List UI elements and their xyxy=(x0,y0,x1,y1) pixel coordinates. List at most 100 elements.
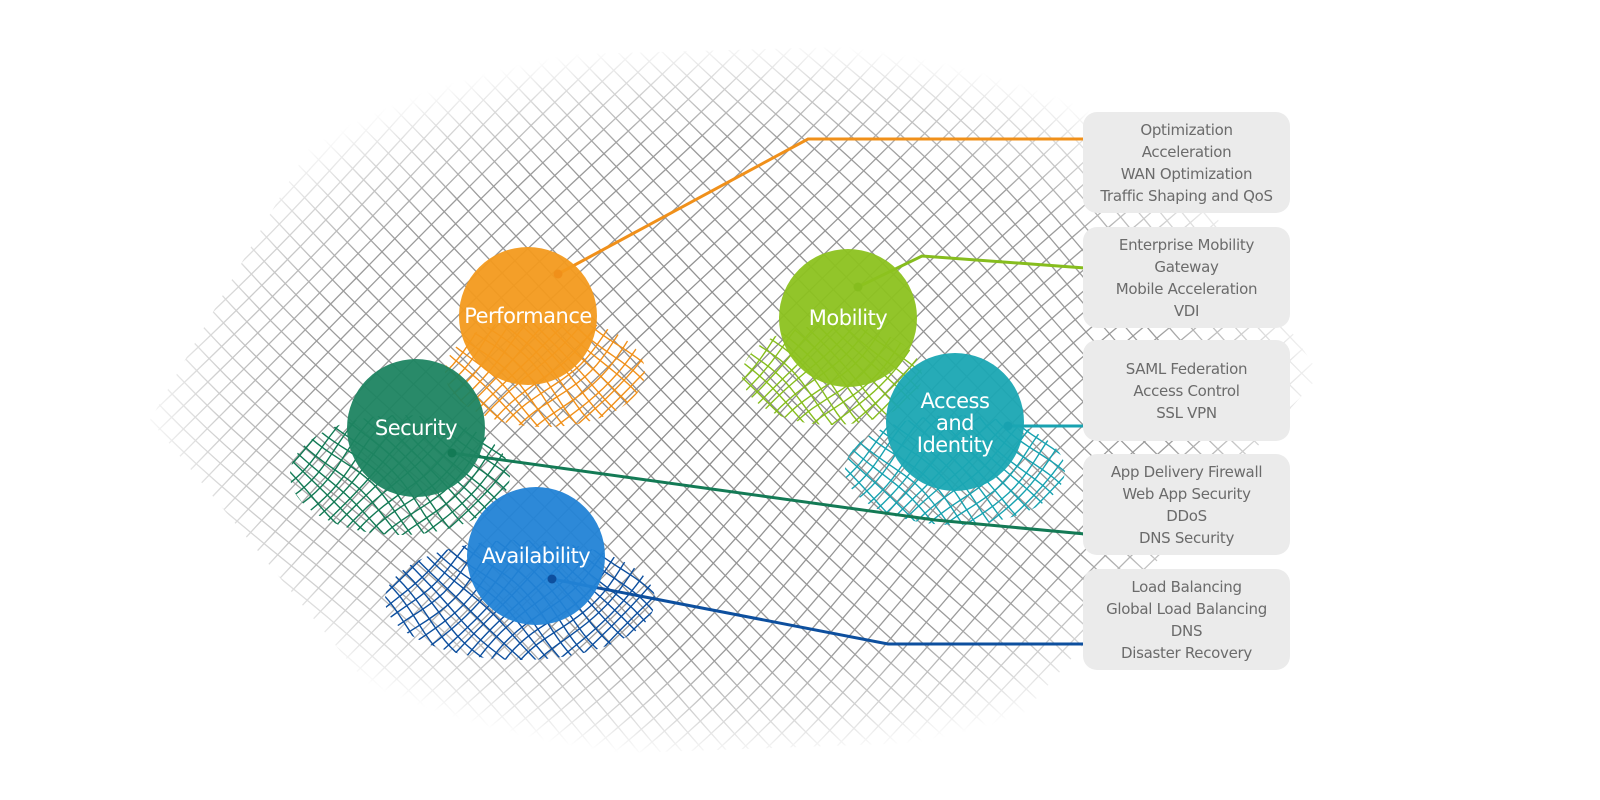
mesh-line xyxy=(385,540,595,660)
mobility-circle xyxy=(779,249,917,387)
mesh-line xyxy=(873,415,1065,525)
mesh-line xyxy=(0,326,279,621)
mesh-line xyxy=(1563,0,1600,795)
mesh-line xyxy=(385,540,512,660)
mesh-line xyxy=(1326,0,1600,789)
mesh-line xyxy=(628,40,1320,760)
mesh-line xyxy=(845,415,1027,525)
mesh-line xyxy=(459,317,645,427)
mesh-line xyxy=(150,40,217,760)
mesh-line xyxy=(911,40,1320,760)
access-identity-label-line-2: and xyxy=(936,411,974,435)
mesh-line xyxy=(290,415,314,535)
category-node-security: Security xyxy=(347,359,485,497)
mesh-line xyxy=(845,415,995,525)
mesh-line xyxy=(0,0,86,790)
mesh-line xyxy=(1236,40,1320,760)
mesh-line xyxy=(150,40,659,760)
mesh-line xyxy=(150,40,308,760)
availability-connector-dot xyxy=(547,574,557,584)
availability-item: Disaster Recovery xyxy=(1120,643,1253,662)
security-item: App Delivery Firewall xyxy=(1110,462,1263,481)
mesh-line xyxy=(150,40,236,760)
mesh-line xyxy=(0,320,247,621)
availability-circle xyxy=(467,487,605,625)
access-identity-item: SAML Federation xyxy=(1125,359,1248,378)
mesh-line xyxy=(0,0,12,797)
mesh-line xyxy=(290,415,472,535)
mesh-line xyxy=(86,447,384,746)
mesh-line xyxy=(1511,0,1600,798)
mesh-line xyxy=(1446,0,1600,800)
mesh-line xyxy=(0,321,281,626)
access-identity-item: Access Control xyxy=(1133,381,1240,400)
mesh-line xyxy=(290,415,296,535)
security-item: DDoS xyxy=(1166,506,1207,525)
mesh-line xyxy=(385,540,546,660)
mesh-line xyxy=(0,0,18,800)
mesh-line xyxy=(936,40,1320,760)
access-identity-connector-dot xyxy=(1003,421,1013,431)
security-item: DNS Security xyxy=(1138,528,1235,547)
mesh-line xyxy=(150,40,385,760)
mobility-connector-dot xyxy=(853,282,863,292)
mesh-line xyxy=(348,415,510,535)
mesh-line xyxy=(1354,0,1600,800)
mesh-line xyxy=(857,415,1065,525)
mesh-line xyxy=(150,40,242,760)
security-connector-dot xyxy=(447,448,457,458)
mesh-line xyxy=(290,415,312,535)
mesh-line xyxy=(1470,0,1600,799)
connector-performance xyxy=(557,137,1085,276)
mesh-line xyxy=(742,325,922,425)
mesh-line xyxy=(918,40,1320,760)
mesh-line xyxy=(150,40,665,760)
performance-label: Performance xyxy=(464,304,592,328)
access-identity-label-line-3: Identity xyxy=(917,433,994,457)
mesh-line xyxy=(0,0,43,800)
performance-item: Traffic Shaping and QoS xyxy=(1100,186,1273,205)
performance-item: WAN Optimization xyxy=(1120,164,1253,183)
mesh-line xyxy=(565,540,655,660)
box-performance: Optimization Acceleration WAN Optimizati… xyxy=(1083,112,1290,213)
mesh-line xyxy=(150,40,683,760)
mesh-line xyxy=(0,0,93,800)
mesh-line xyxy=(385,540,627,660)
mobility-item: VDI xyxy=(1173,301,1200,320)
mesh-line xyxy=(150,40,636,760)
mesh-line xyxy=(887,40,1320,760)
mesh-line xyxy=(150,40,168,760)
mesh-line xyxy=(0,0,142,800)
mesh-line xyxy=(905,415,1065,525)
mesh-line xyxy=(1395,0,1600,789)
mesh-line xyxy=(150,40,688,760)
mesh-line xyxy=(1301,40,1320,760)
mesh-line xyxy=(845,415,1043,525)
mesh-line xyxy=(445,317,645,427)
mesh-line xyxy=(385,540,387,660)
mesh-line xyxy=(1331,0,1600,800)
mesh-line xyxy=(1558,0,1600,800)
security-label: Security xyxy=(375,416,457,440)
mesh-line xyxy=(150,40,193,760)
mesh-line xyxy=(385,540,496,660)
mesh-line xyxy=(385,540,562,660)
mesh-line xyxy=(475,317,645,427)
mesh-line xyxy=(1259,40,1320,760)
mesh-line xyxy=(845,415,1011,525)
mobility-item: Mobile Acceleration xyxy=(1115,279,1258,298)
mesh-line xyxy=(0,0,136,788)
mesh-line xyxy=(290,415,328,535)
mesh-line xyxy=(0,321,249,620)
mesh-line xyxy=(385,540,611,660)
availability-item: Load Balancing xyxy=(1131,577,1242,596)
mesh-line xyxy=(466,540,655,660)
mesh-line xyxy=(1254,40,1320,760)
mesh-line xyxy=(1278,40,1320,760)
availability-label: Availability xyxy=(482,544,591,568)
mesh-line xyxy=(576,40,1320,760)
box-security: App Delivery Firewall Web App Security D… xyxy=(1083,454,1290,555)
mesh-line xyxy=(1372,0,1600,789)
mesh-line xyxy=(70,450,368,746)
